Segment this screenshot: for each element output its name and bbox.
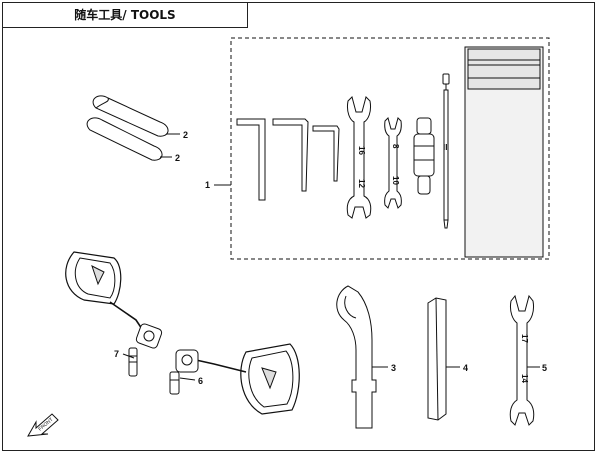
wrench-10-label: 10 xyxy=(391,176,400,185)
hex-key-medium xyxy=(272,118,309,192)
title-box: 随车工具/ TOOLS xyxy=(2,2,248,28)
wrench-17-14 xyxy=(509,294,535,426)
callout-2b: 2 xyxy=(175,153,180,163)
wrench-8-10 xyxy=(384,117,402,209)
drawing-frame xyxy=(2,2,595,451)
extension-bar xyxy=(427,297,447,421)
wrench-8-label: 8 xyxy=(391,144,400,149)
page-title: 随车工具/ TOOLS xyxy=(74,8,176,22)
callout-7: 7 xyxy=(114,349,119,359)
leader-7 xyxy=(122,353,135,359)
tool-pouch xyxy=(464,46,544,258)
mirror-right xyxy=(169,343,300,415)
wrench-14-label: 14 xyxy=(520,374,529,383)
screwdriver xyxy=(442,73,450,229)
callout-6: 6 xyxy=(198,376,203,386)
wrench-16-12 xyxy=(346,96,372,219)
wrench-17-label: 17 xyxy=(520,334,529,343)
strap-upper xyxy=(92,95,169,137)
hex-key-small xyxy=(312,125,340,182)
socket-handle xyxy=(413,117,435,195)
hex-key-large xyxy=(236,118,266,201)
screwdriver-mark: II xyxy=(443,143,447,152)
callout-5: 5 xyxy=(542,363,547,373)
strap-lower xyxy=(86,117,163,161)
wrench-12-label: 12 xyxy=(357,179,366,188)
front-arrow-icon xyxy=(27,413,59,437)
tool-kit-box xyxy=(230,37,550,260)
wrench-16-label: 16 xyxy=(357,146,366,155)
mirror-left xyxy=(65,251,163,377)
callout-2a: 2 xyxy=(183,130,188,140)
hook-spanner xyxy=(336,285,377,429)
callout-4: 4 xyxy=(463,363,468,373)
callout-1: 1 xyxy=(205,180,210,190)
callout-3: 3 xyxy=(391,363,396,373)
leader-6 xyxy=(179,377,196,381)
